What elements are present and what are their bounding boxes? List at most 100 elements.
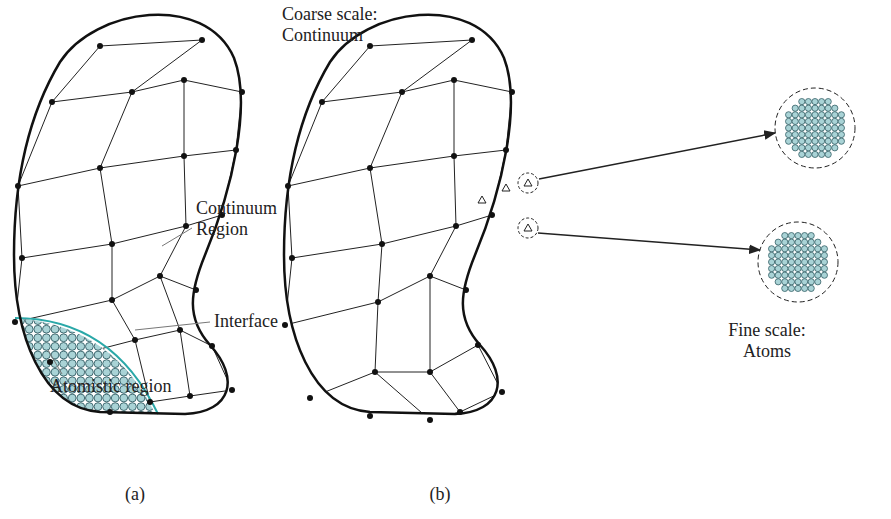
atom (808, 246, 814, 252)
atom (838, 138, 844, 144)
atom (86, 411, 94, 419)
atom (805, 118, 811, 124)
atom-ground (0, 300, 200, 430)
mesh-edge (112, 276, 160, 300)
atom (815, 246, 821, 252)
atom (838, 132, 844, 138)
mesh-edge (370, 40, 472, 46)
mesh-edge (100, 168, 112, 244)
atom (103, 351, 111, 359)
mesh-edge (454, 80, 512, 92)
atom (799, 99, 805, 105)
atom (68, 351, 76, 359)
atom (819, 105, 825, 111)
mesh-node (372, 369, 378, 375)
atom (825, 112, 831, 118)
atom (146, 351, 154, 359)
mesh-node (463, 287, 469, 293)
panel-b (282, 15, 775, 423)
atom (111, 403, 119, 411)
mesh-edge (430, 372, 460, 412)
atom (68, 334, 76, 342)
atom (802, 272, 808, 278)
atom (68, 308, 76, 316)
mesh-node (49, 99, 55, 105)
mesh-node (379, 241, 385, 247)
mesh-node (15, 183, 21, 189)
mesh-edge (100, 156, 184, 168)
atom (832, 138, 838, 144)
atom (812, 112, 818, 118)
atom (825, 132, 831, 138)
atom (154, 343, 162, 351)
atom (782, 252, 788, 258)
mesh-edge (454, 150, 506, 156)
atom (34, 403, 42, 411)
atom (137, 334, 145, 342)
atom (799, 118, 805, 124)
atom (43, 325, 51, 333)
atom (111, 343, 119, 351)
atom (51, 325, 59, 333)
mesh-node (453, 223, 459, 229)
atom (775, 246, 781, 252)
mesh-edge (285, 302, 378, 325)
atom (111, 360, 119, 368)
atom (137, 351, 145, 359)
atom (819, 99, 825, 105)
atom (43, 394, 51, 402)
atom (812, 132, 818, 138)
atom (786, 112, 792, 118)
atom (795, 259, 801, 265)
mesh-edge (375, 302, 378, 372)
atom (786, 138, 792, 144)
mesh-edge (430, 345, 478, 372)
atom (163, 317, 171, 325)
atom (60, 351, 68, 359)
mesh-edge (454, 156, 456, 226)
atom (137, 317, 145, 325)
mesh-node (427, 369, 433, 375)
atom (805, 151, 811, 157)
atom (805, 112, 811, 118)
atom (94, 308, 102, 316)
atom (17, 377, 25, 385)
atom (25, 360, 33, 368)
mesh-edge (288, 186, 292, 258)
atom (154, 334, 162, 342)
zoom-circle (758, 222, 838, 302)
atom (17, 368, 25, 376)
mesh-edge (184, 156, 186, 226)
atom (86, 308, 94, 316)
atom (805, 125, 811, 131)
mesh-edge (454, 80, 455, 156)
atom (129, 325, 137, 333)
atom (775, 239, 781, 245)
atom (812, 125, 818, 131)
atom (808, 266, 814, 272)
zoom-arrow (539, 133, 775, 179)
mesh-node (489, 212, 495, 218)
mesh-edge (184, 80, 185, 156)
atom (137, 368, 145, 376)
sample-circle (518, 173, 538, 193)
atom (86, 317, 94, 325)
atom (51, 403, 59, 411)
mesh-edge (160, 276, 196, 290)
atom (788, 259, 794, 265)
atom (795, 279, 801, 285)
atom (799, 125, 805, 131)
atom (120, 325, 128, 333)
atom (43, 343, 51, 351)
atom (51, 308, 59, 316)
atom (77, 411, 85, 419)
atom (25, 403, 33, 411)
atom (43, 308, 51, 316)
atom (137, 360, 145, 368)
atom (769, 252, 775, 258)
mesh-node (451, 77, 457, 83)
atom (795, 266, 801, 272)
atom (129, 317, 137, 325)
mesh-edge (430, 226, 456, 276)
atom (163, 403, 171, 411)
